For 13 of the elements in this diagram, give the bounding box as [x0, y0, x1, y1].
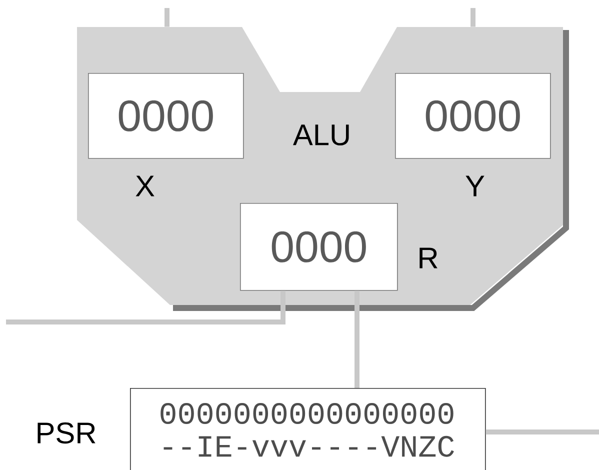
wire	[164, 8, 170, 27]
register-label: Y	[466, 176, 484, 196]
register-box: 0000	[395, 73, 551, 159]
register-label: X	[136, 176, 154, 196]
register-label: R	[420, 248, 438, 268]
register-box: 0000000000000000 --IE-vvv----VNZC	[130, 388, 486, 470]
register-box: 0000	[88, 73, 244, 159]
wire	[486, 430, 599, 434]
register-label: PSR	[38, 422, 96, 444]
wire	[6, 290, 286, 324]
register-box: 0000	[240, 202, 398, 291]
wire	[470, 8, 476, 27]
wire	[354, 290, 360, 388]
